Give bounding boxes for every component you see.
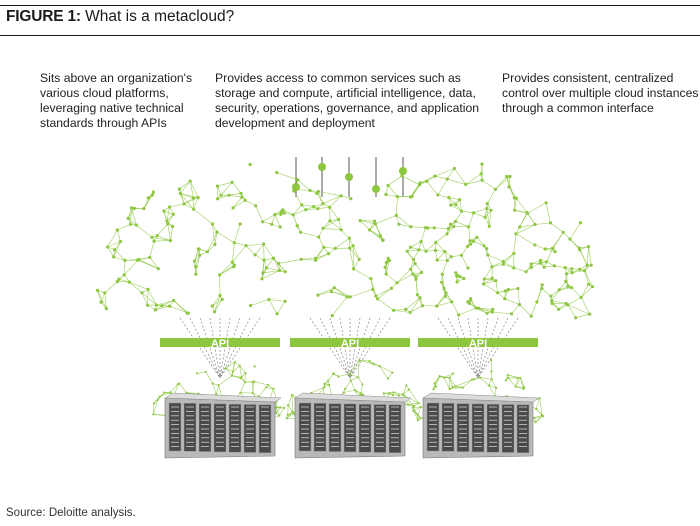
api-link: [309, 317, 351, 379]
metacloud-diagram: API API API: [95, 157, 595, 459]
figure-title-text: What is a metacloud?: [85, 8, 235, 25]
cloud-platform: [411, 359, 545, 459]
api-connector: API: [290, 317, 410, 379]
api-label: API: [469, 338, 487, 350]
api-link: [179, 317, 221, 379]
server-unit: [441, 403, 455, 452]
api-bar: [290, 338, 410, 347]
api-link: [447, 317, 479, 379]
server-unit: [328, 403, 342, 452]
api-link: [199, 317, 221, 379]
server-rack: [294, 392, 412, 459]
description-platforms: Sits above an organization's various clo…: [40, 71, 193, 130]
server-rack: [164, 392, 282, 459]
api-bar: [160, 338, 280, 347]
server-unit: [486, 403, 500, 453]
description-services: Provides access to common services such …: [215, 71, 480, 130]
api-link: [477, 317, 509, 379]
api-connector: API: [160, 317, 280, 379]
api-link: [349, 317, 381, 379]
server-unit: [501, 404, 515, 453]
server-unit: [228, 403, 242, 453]
api-link: [457, 317, 479, 379]
api-connectors: API API API: [160, 317, 538, 379]
top-rule: [0, 5, 700, 6]
server-unit: [426, 402, 440, 452]
source-note: Source: Deloitte analysis.: [6, 507, 136, 519]
api-link: [349, 317, 391, 379]
api-link: [437, 317, 479, 379]
server-unit: [373, 404, 387, 453]
api-link: [329, 317, 351, 379]
metacloud-mesh: [95, 162, 595, 320]
slider-knob: [399, 167, 407, 175]
server-unit: [183, 403, 197, 452]
cloud-platform: [285, 359, 420, 459]
server-unit: [198, 403, 212, 452]
server-rack: [422, 392, 540, 459]
api-link: [219, 317, 241, 379]
server-unit: [243, 404, 257, 453]
api-label: API: [211, 338, 229, 350]
server-unit: [313, 403, 327, 452]
cloud-platform: [152, 361, 286, 459]
server-unit: [456, 403, 470, 452]
api-link: [477, 317, 499, 379]
api-link: [189, 317, 221, 379]
server-unit: [358, 403, 372, 453]
api-connector: API: [418, 317, 538, 379]
cloud-platforms: [152, 359, 545, 459]
api-link: [219, 317, 251, 379]
api-link: [319, 317, 351, 379]
slider-knob: [318, 163, 326, 171]
figure-title: FIGURE 1: What is a metacloud?: [6, 8, 234, 26]
title-rule: [0, 35, 700, 36]
description-control: Provides consistent, centralized control…: [502, 71, 699, 115]
slider-knob: [345, 173, 353, 181]
api-link: [477, 317, 519, 379]
server-unit: [168, 402, 182, 452]
slider-knob: [372, 185, 380, 193]
server-unit: [298, 402, 312, 452]
api-label: API: [341, 338, 359, 350]
api-bar: [418, 338, 538, 347]
figure-label: FIGURE 1:: [6, 8, 81, 25]
slider-knob: [292, 183, 300, 191]
